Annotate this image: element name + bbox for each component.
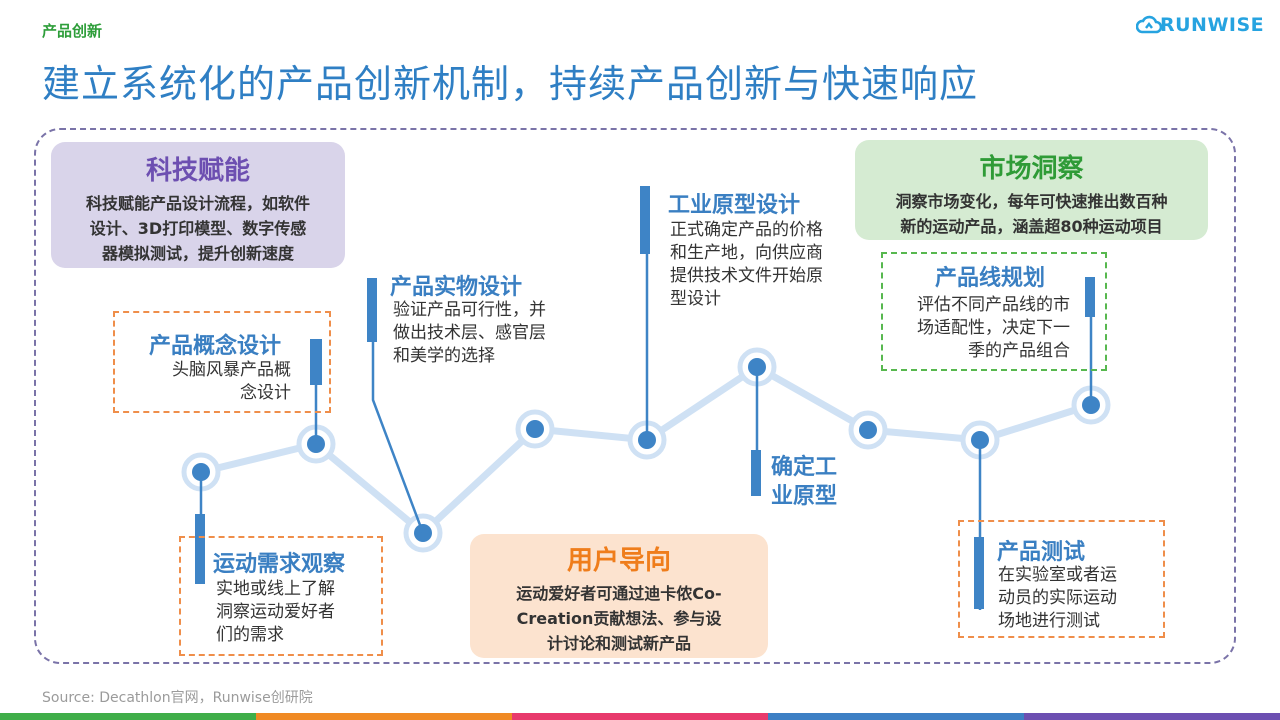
user-card-line: Creation贡献想法、参与设	[516, 609, 722, 628]
desc-line: 正式确定产品的价格	[670, 220, 823, 240]
testing-accent-bar	[974, 537, 984, 609]
tech-card-line: 设计、3D打印模型、数字传感	[89, 219, 307, 238]
need-observation-label: 运动需求观察	[213, 552, 346, 577]
runwise-logo	[1136, 12, 1254, 40]
desc-line: 们的需求	[216, 625, 284, 645]
physical-design-label: 产品实物设计	[390, 275, 523, 300]
leader-physical	[371, 340, 425, 534]
desc-line: 在实验室或者运	[998, 565, 1117, 585]
user-card-line: 运动爱好者可通过迪卡侬Co-	[516, 584, 722, 603]
label-line: 业原型	[771, 484, 838, 509]
market-card-line: 洞察市场变化，每年可快速推出数百种	[895, 192, 1168, 211]
tech-card-title: 科技赋能	[145, 156, 250, 186]
desc-line: 场适配性，决定下一	[917, 318, 1070, 338]
desc-line: 头脑风暴产品概	[172, 360, 291, 380]
concept-design-label: 产品概念设计	[149, 334, 282, 359]
footer-strip-purple	[1024, 713, 1280, 720]
tech-empowerment-card: 科技赋能 科技赋能产品设计流程，如软件 设计、3D打印模型、数字传感 器模拟测试…	[51, 142, 345, 268]
prototype-design-label: 工业原型设计	[668, 193, 801, 218]
concept-design-desc: 头脑风暴产品概 念设计	[148, 359, 291, 405]
diagram-frame	[34, 128, 1236, 664]
user-card-title: 用户导向	[566, 546, 671, 576]
desc-line: 和生产地，向供应商	[670, 243, 823, 263]
label-line: 确定工	[771, 455, 838, 480]
planning-accent-bar	[1085, 277, 1095, 317]
product-planning-box	[881, 252, 1107, 371]
product-testing-box	[958, 520, 1165, 638]
need-accent-bar	[195, 514, 205, 584]
desc-line: 提供技术文件开始原	[670, 266, 823, 286]
node-user	[515, 409, 555, 449]
footer-strip-blue	[768, 713, 1024, 720]
desc-line: 场地进行测试	[998, 611, 1100, 631]
prototype-accent-bar	[640, 186, 650, 254]
desc-line: 评估不同产品线的市	[917, 295, 1070, 315]
desc-line: 和美学的选择	[393, 346, 495, 366]
product-planning-label: 产品线规划	[935, 266, 1046, 291]
desc-line: 季的产品组合	[968, 341, 1070, 361]
logo-text: RUNWISE	[1160, 14, 1265, 36]
tech-card-line: 科技赋能产品设计流程，如软件	[85, 194, 310, 213]
confirm-accent-bar	[751, 450, 761, 496]
product-testing-desc: 在实验室或者运 动员的实际运动 场地进行测试	[998, 564, 1117, 633]
desc-line: 念设计	[240, 383, 291, 403]
desc-line: 动员的实际运动	[998, 588, 1117, 608]
source-note: Source: Decathlon官网，Runwise创研院	[42, 690, 313, 706]
desc-line: 洞察运动爱好者	[216, 602, 335, 622]
desc-line: 实地或线上了解	[216, 579, 335, 599]
section-tag: 产品创新	[42, 22, 103, 40]
market-card-title: 市场洞察	[979, 154, 1084, 184]
footer-strip-green	[0, 713, 256, 720]
product-testing-label: 产品测试	[997, 540, 1086, 565]
need-observation-box	[179, 536, 383, 656]
product-planning-desc: 评估不同产品线的市 场适配性，决定下一 季的产品组合	[898, 294, 1070, 363]
user-oriented-card: 用户导向 运动爱好者可通过迪卡侬Co- Creation贡献想法、参与设 计讨论…	[470, 534, 768, 658]
concept-design-box	[113, 311, 331, 413]
desc-line: 做出技术层、感官层	[393, 323, 546, 343]
desc-line: 型设计	[670, 289, 721, 309]
user-card-line: 计讨论和测试新产品	[546, 634, 691, 653]
market-insight-card: 市场洞察 洞察市场变化，每年可快速推出数百种 新的运动产品，涵盖超80种运动项目	[855, 140, 1208, 240]
leader-lines	[199, 250, 1093, 610]
page-title: 建立系统化的产品创新机制，持续产品创新与快速响应	[42, 62, 979, 106]
market-card-line: 新的运动产品，涵盖超80种运动项目	[900, 217, 1163, 236]
physical-accent-bar	[367, 278, 377, 342]
cloud-icon	[1136, 15, 1162, 34]
need-observation-desc: 实地或线上了解 洞察运动爱好者 们的需求	[216, 578, 335, 647]
physical-design-desc: 验证产品可行性，并 做出技术层、感官层 和美学的选择	[393, 299, 546, 368]
tech-card-line: 器模拟测试，提升创新速度	[101, 244, 294, 263]
node-market	[848, 410, 888, 450]
footer-strip-orange	[256, 713, 512, 720]
prototype-design-desc: 正式确定产品的价格 和生产地，向供应商 提供技术文件开始原 型设计	[670, 219, 823, 311]
desc-line: 验证产品可行性，并	[393, 300, 546, 320]
concept-accent-bar	[310, 339, 322, 385]
confirm-prototype-label: 确定工 业原型	[771, 453, 837, 511]
footer-strip-pink	[512, 713, 768, 720]
